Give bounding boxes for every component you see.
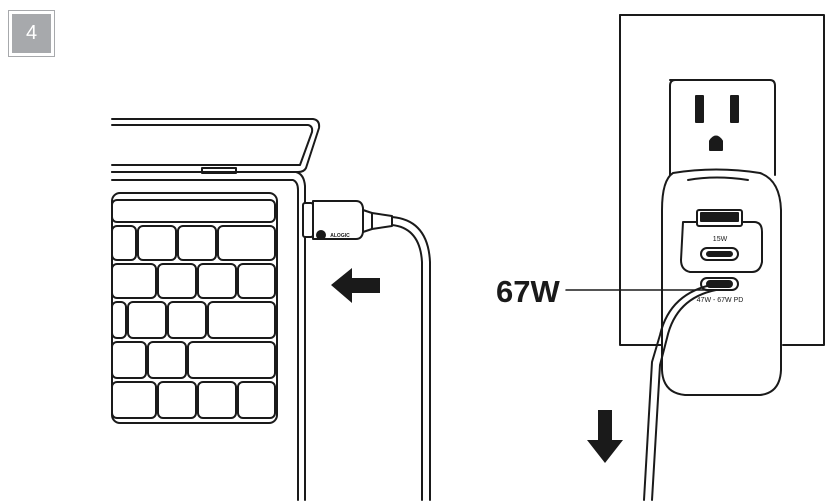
watt-callout-label: 67W bbox=[496, 274, 560, 309]
cable-brand-text: ALOGIC bbox=[330, 233, 350, 239]
step-number-badge: 4 bbox=[8, 10, 55, 57]
usb-a-port bbox=[696, 209, 743, 227]
usb-c-cable-laptop-side bbox=[391, 216, 431, 501]
wall-outlet-plate bbox=[619, 14, 825, 346]
step-number: 4 bbox=[25, 22, 38, 44]
usb-c-port-top bbox=[700, 247, 739, 261]
wall-charger bbox=[661, 168, 782, 396]
usb-c-cable-charger-side bbox=[643, 283, 717, 501]
usb-a-port-label: 15W bbox=[713, 236, 728, 243]
arrow-left-icon bbox=[331, 268, 380, 303]
usb-c-plug-laptop bbox=[302, 200, 393, 240]
keyboard-keys bbox=[111, 225, 276, 419]
usb-c-port-label: 47W - 67W PD bbox=[697, 297, 744, 304]
arrow-down-icon bbox=[587, 410, 623, 463]
laptop bbox=[111, 118, 321, 501]
